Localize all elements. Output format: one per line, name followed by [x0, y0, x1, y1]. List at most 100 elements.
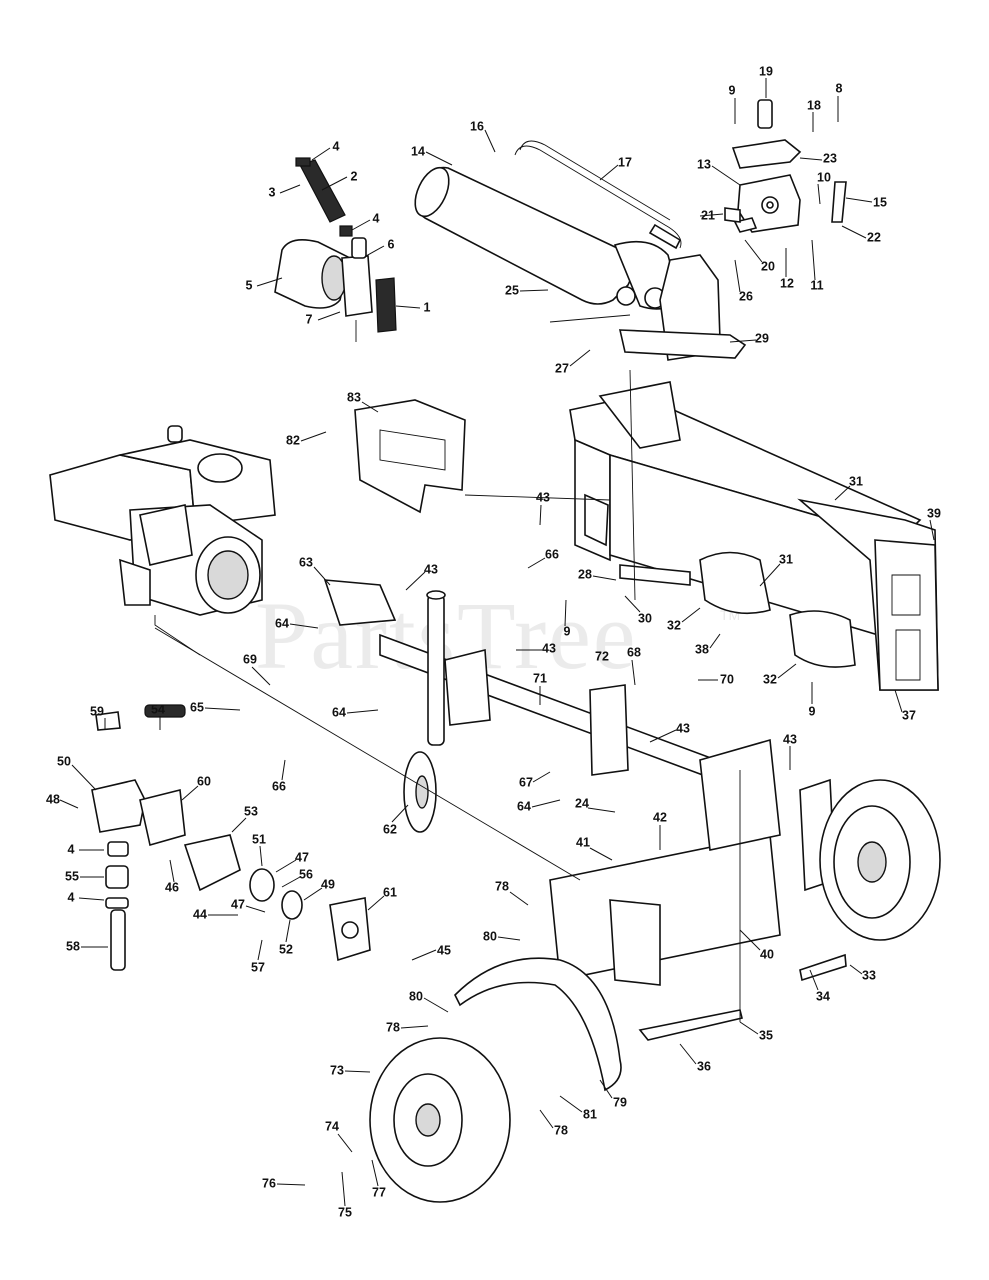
- part-callout-7: 7: [306, 312, 313, 326]
- part-callout-64: 64: [517, 799, 531, 813]
- part-callout-63: 63: [299, 555, 313, 569]
- hydraulic-cylinder: [414, 166, 681, 310]
- beam-slides: [619, 551, 856, 668]
- part-callout-9: 9: [809, 704, 816, 718]
- part-callout-44: 44: [193, 907, 207, 921]
- part-callout-56: 56: [299, 867, 313, 881]
- part-callout-54: 54: [151, 702, 165, 716]
- part-callout-81: 81: [583, 1107, 597, 1121]
- part-callout-24: 24: [575, 796, 589, 810]
- part-callout-65: 65: [190, 700, 204, 714]
- part-callout-28: 28: [578, 567, 592, 581]
- part-callout-55: 55: [65, 869, 79, 883]
- part-callout-4: 4: [333, 139, 340, 153]
- part-callout-66: 66: [272, 779, 286, 793]
- part-callout-43: 43: [542, 641, 556, 655]
- part-callout-9: 9: [564, 624, 571, 638]
- hydraulic-pump: [91, 704, 186, 971]
- part-callout-29: 29: [755, 331, 769, 345]
- hydraulic-hose: [514, 140, 682, 250]
- part-callout-68: 68: [627, 645, 641, 659]
- part-callout-40: 40: [760, 947, 774, 961]
- part-callout-61: 61: [383, 885, 397, 899]
- part-callout-1: 1: [424, 300, 431, 314]
- part-callout-18: 18: [807, 98, 821, 112]
- log-cradle: [354, 399, 466, 514]
- part-callout-76: 76: [262, 1176, 276, 1190]
- part-callout-43: 43: [424, 562, 438, 576]
- part-callout-46: 46: [165, 880, 179, 894]
- part-callout-75: 75: [338, 1205, 352, 1219]
- part-callout-25: 25: [505, 283, 519, 297]
- part-callout-43: 43: [783, 732, 797, 746]
- part-callout-9: 9: [729, 83, 736, 97]
- part-callout-4: 4: [68, 842, 75, 856]
- part-callout-30: 30: [638, 611, 652, 625]
- fender: [454, 957, 622, 1092]
- part-callout-64: 64: [275, 616, 289, 630]
- part-callout-27: 27: [555, 361, 569, 375]
- part-callout-4: 4: [68, 890, 75, 904]
- callout-numbers: 1234456789101112131415161718192021222325…: [46, 64, 941, 1219]
- part-callout-42: 42: [653, 810, 667, 824]
- cylinder-mount: [618, 254, 747, 361]
- part-callout-62: 62: [383, 822, 397, 836]
- axle-frame: [549, 738, 836, 986]
- part-callout-5: 5: [246, 278, 253, 292]
- part-callout-32: 32: [763, 672, 777, 686]
- part-callout-38: 38: [695, 642, 709, 656]
- part-callout-41: 41: [576, 835, 590, 849]
- control-valve: [724, 99, 847, 233]
- engine: [49, 425, 276, 656]
- part-callout-31: 31: [779, 552, 793, 566]
- part-callout-80: 80: [483, 929, 497, 943]
- part-callout-78: 78: [495, 879, 509, 893]
- part-callout-53: 53: [244, 804, 258, 818]
- connection-dashed-lines: [154, 314, 741, 1022]
- part-callout-79: 79: [613, 1095, 627, 1109]
- part-callout-74: 74: [325, 1119, 339, 1133]
- wheel-right: [819, 779, 941, 941]
- part-callout-3: 3: [269, 185, 276, 199]
- part-callout-14: 14: [411, 144, 425, 158]
- part-callout-15: 15: [873, 195, 887, 209]
- part-callout-58: 58: [66, 939, 80, 953]
- part-callout-16: 16: [470, 119, 484, 133]
- wedge-end-plate: [797, 498, 939, 691]
- part-callout-51: 51: [252, 832, 266, 846]
- part-callout-69: 69: [243, 652, 257, 666]
- part-callout-23: 23: [823, 151, 837, 165]
- part-callout-37: 37: [902, 708, 916, 722]
- part-callout-22: 22: [867, 230, 881, 244]
- part-callout-26: 26: [739, 289, 753, 303]
- part-callout-2: 2: [351, 169, 358, 183]
- pump-coupler: [183, 834, 371, 962]
- part-callout-31: 31: [849, 474, 863, 488]
- part-callout-59: 59: [90, 704, 104, 718]
- part-callout-72: 72: [595, 649, 609, 663]
- part-callout-48: 48: [46, 792, 60, 806]
- part-callout-32: 32: [667, 618, 681, 632]
- part-callout-49: 49: [321, 877, 335, 891]
- part-callout-21: 21: [701, 208, 715, 222]
- part-callout-17: 17: [618, 155, 632, 169]
- part-callout-34: 34: [816, 989, 830, 1003]
- part-callout-19: 19: [759, 64, 773, 78]
- part-callout-52: 52: [279, 942, 293, 956]
- part-callout-82: 82: [286, 433, 300, 447]
- part-callout-57: 57: [251, 960, 265, 974]
- part-callout-77: 77: [372, 1185, 386, 1199]
- part-callout-10: 10: [817, 170, 831, 184]
- part-callout-43: 43: [536, 490, 550, 504]
- jack-stand: [403, 590, 491, 833]
- part-callout-83: 83: [347, 390, 361, 404]
- wheel-left: [369, 1037, 511, 1203]
- part-callout-78: 78: [554, 1123, 568, 1137]
- main-beam: [569, 381, 922, 642]
- part-callout-45: 45: [437, 943, 451, 957]
- part-callout-12: 12: [780, 276, 794, 290]
- part-callout-70: 70: [720, 672, 734, 686]
- part-callout-13: 13: [697, 157, 711, 171]
- part-callout-64: 64: [332, 705, 346, 719]
